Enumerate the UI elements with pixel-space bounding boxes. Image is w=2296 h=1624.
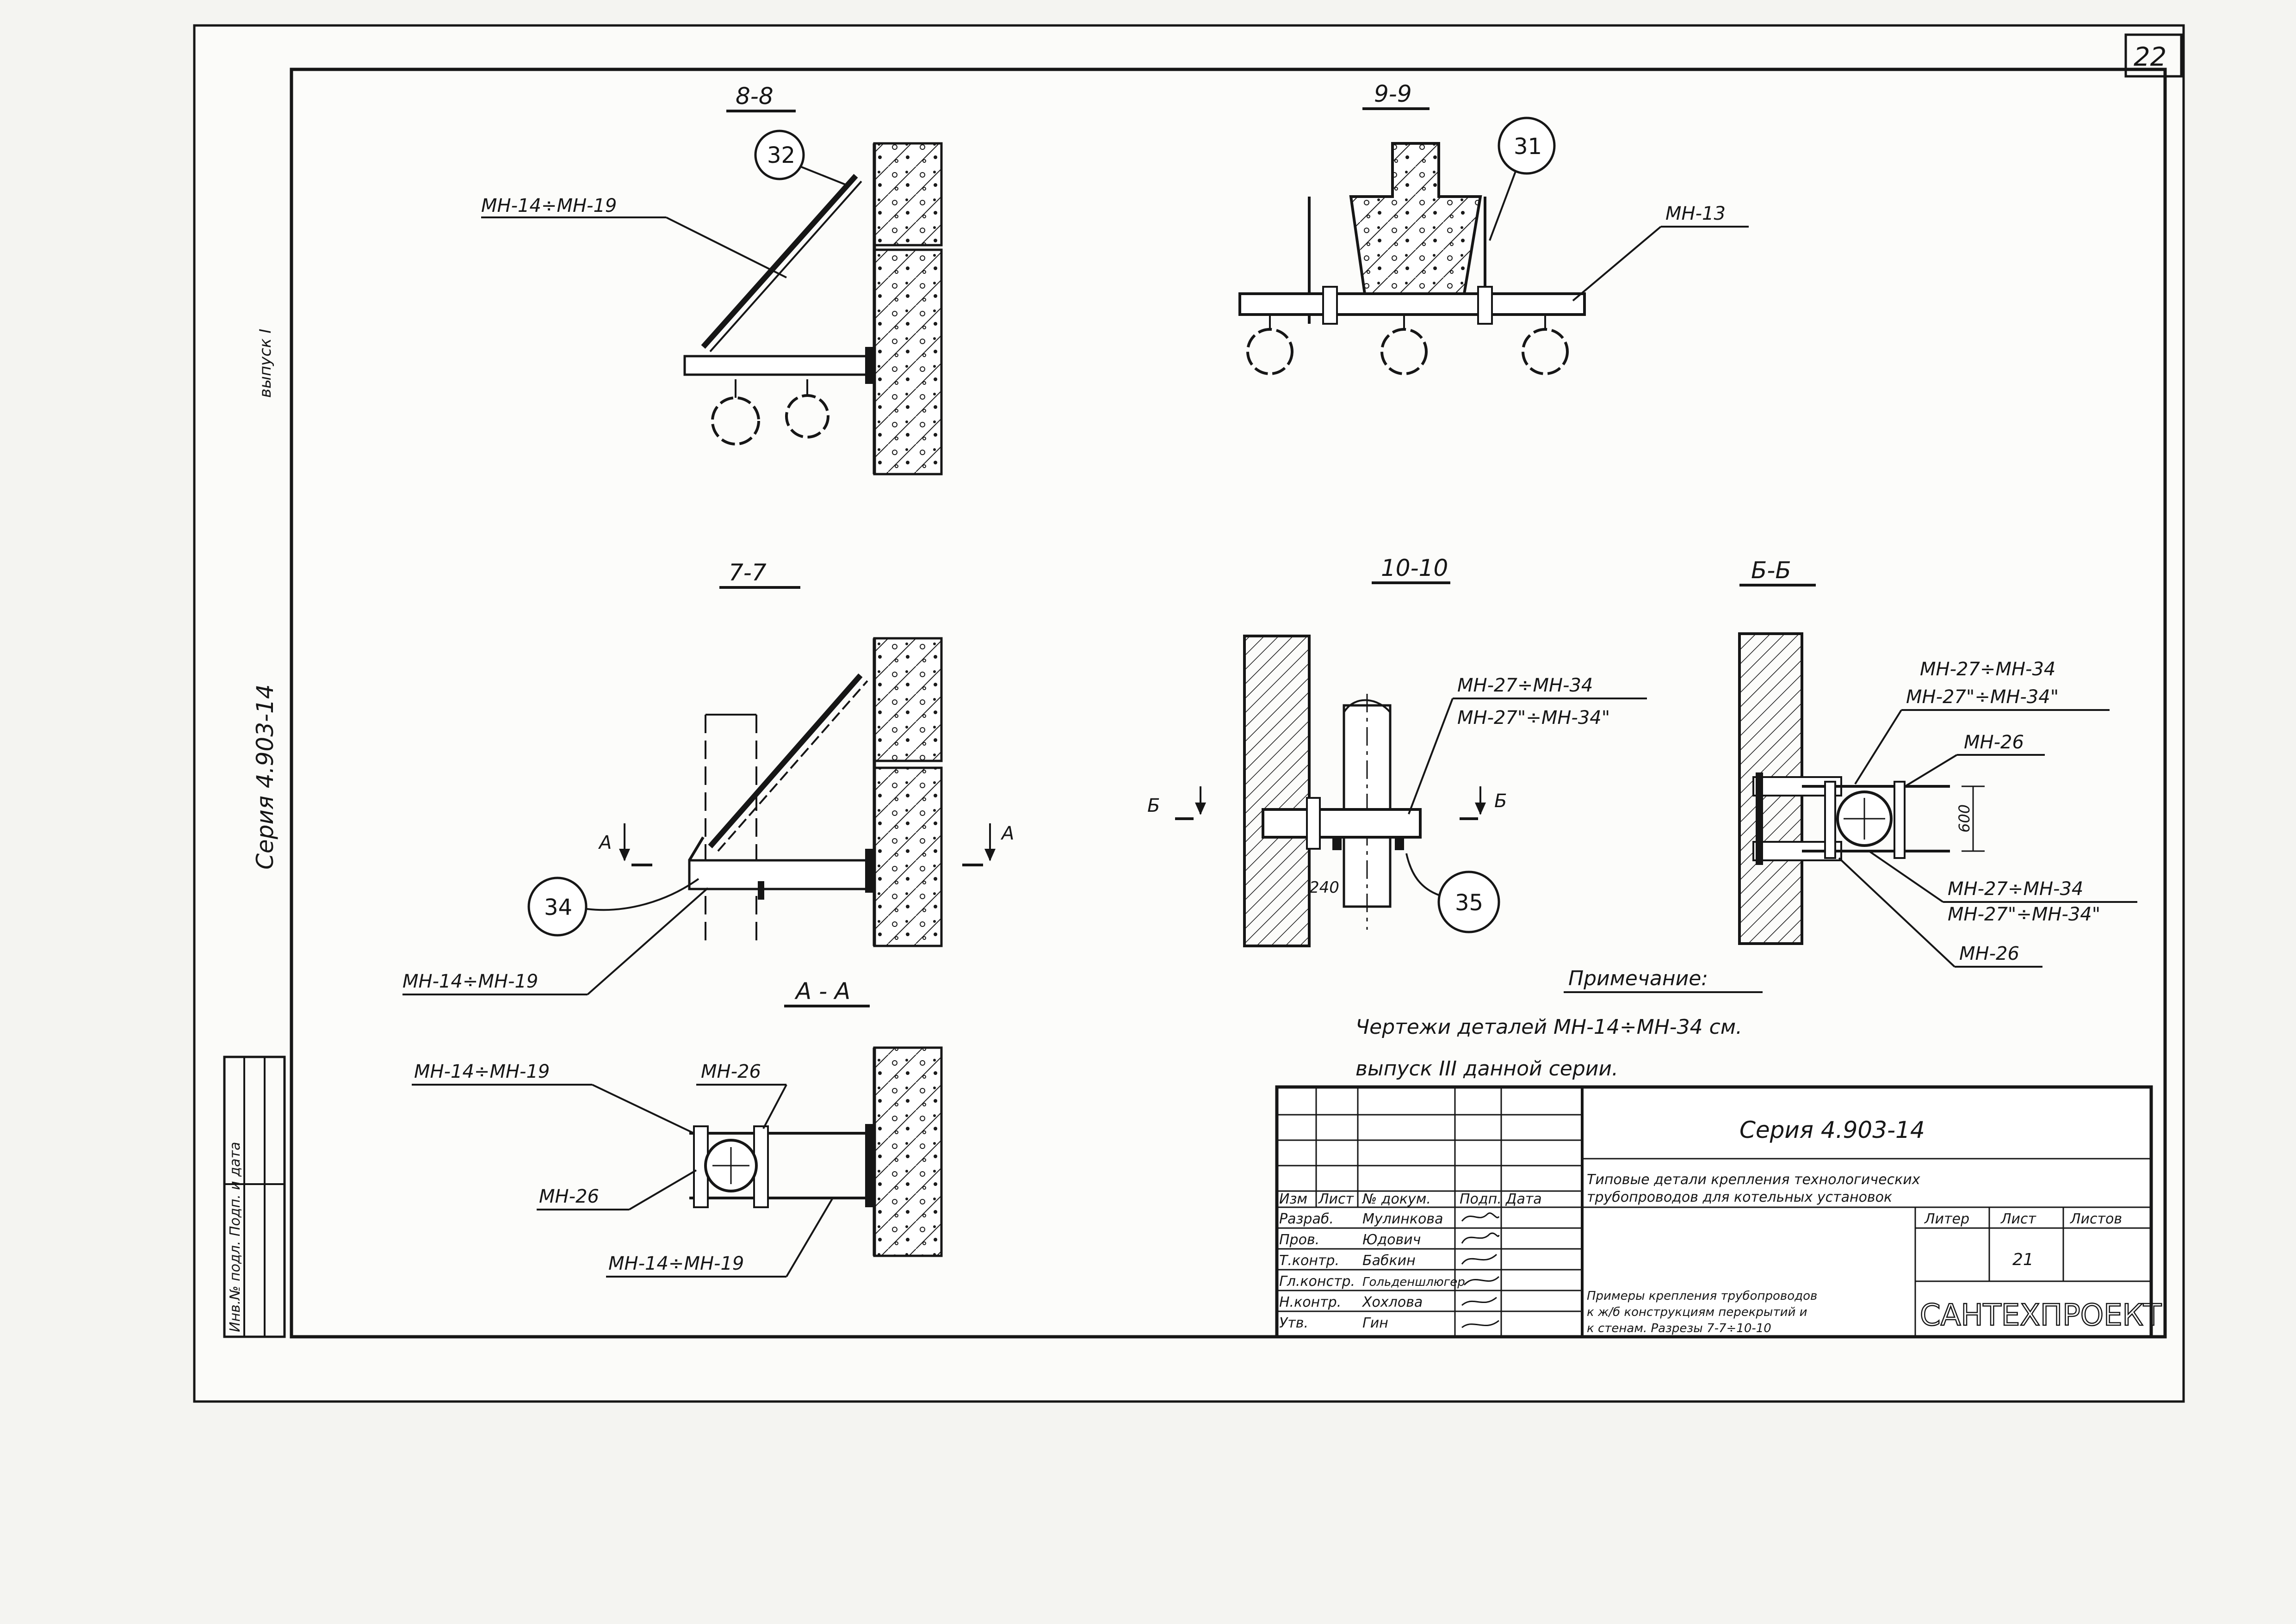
cut-mark-b-left: Б bbox=[1147, 795, 1160, 816]
note-block: Примечание: Чертежи деталей МН-14÷МН-34 … bbox=[1355, 967, 1763, 1081]
balloon-34: 34 bbox=[544, 895, 572, 920]
section-9-9-title: 9-9 bbox=[1374, 80, 1412, 107]
tb-title-2: трубопроводов для котельных установок bbox=[1587, 1189, 1892, 1205]
sheet-number-box bbox=[2124, 33, 2183, 78]
margin-vypusk: выпуск I bbox=[256, 329, 275, 398]
section-b-b-title: Б-Б bbox=[1751, 557, 1791, 584]
label-10-10-mn27: МН-27÷МН-34 bbox=[1457, 675, 1593, 696]
label-aa-mn26-left: МН-26 bbox=[539, 1186, 599, 1207]
title-block: Изм Лист № докум. Подп. Дата Разраб. Про… bbox=[1275, 1085, 2162, 1339]
tb-role-1: Разраб. bbox=[1279, 1211, 1334, 1227]
label-9-9-mn13: МН-13 bbox=[1665, 203, 1726, 224]
section-8-8: 8-8 МН-14÷МН-19 32 bbox=[481, 83, 943, 475]
section-7-7: 7-7 А А 34 МН-14÷МН-19 bbox=[402, 559, 1014, 995]
section-a-a: А - А МН-14÷МН-19 МН-26 МН-26 МН-14÷МН-1… bbox=[412, 978, 943, 1278]
tb-role-5: Н.контр. bbox=[1279, 1294, 1341, 1310]
tb-name-3: Бабкин bbox=[1362, 1253, 1416, 1269]
label-bb-mn26-bot: МН-26 bbox=[1959, 943, 2019, 964]
cut-mark-b-right: Б bbox=[1494, 790, 1507, 812]
section-7-7-title: 7-7 bbox=[729, 559, 767, 586]
tb-hdr-data: Дата bbox=[1505, 1191, 1542, 1207]
label-aa-mn14-bottom: МН-14÷МН-19 bbox=[608, 1253, 744, 1274]
dim-240: 240 bbox=[1309, 878, 1339, 897]
balloon-35: 35 bbox=[1455, 890, 1483, 916]
cut-mark-a-right: А bbox=[1000, 823, 1014, 844]
section-8-8-title: 8-8 bbox=[736, 83, 774, 110]
cut-mark-a-left: А bbox=[598, 832, 612, 853]
tb-hdr-izm: Изм bbox=[1279, 1191, 1307, 1207]
tb-company: САНТЕХПРОЕКТ bbox=[1920, 1298, 2162, 1333]
tb-listov: Листов bbox=[2070, 1211, 2122, 1227]
margin-series: Серия 4.903-14 bbox=[252, 684, 278, 870]
tb-desc-1: Примеры крепления трубопроводов bbox=[1587, 1289, 1817, 1303]
section-9-9: 9-9 31 МН-13 bbox=[1238, 80, 1749, 375]
tb-name-6: Гин bbox=[1362, 1315, 1388, 1331]
signatures bbox=[1461, 1212, 1500, 1328]
note-line-2: выпуск III данной серии. bbox=[1355, 1057, 1618, 1081]
dim-600: 600 bbox=[1956, 804, 1973, 833]
tb-desc-2: к ж/б конструкциям перекрытий и bbox=[1587, 1305, 1807, 1319]
label-bb-mn27s-bot: МН-27"÷МН-34" bbox=[1948, 904, 2100, 925]
section-10-10-title: 10-10 bbox=[1381, 555, 1448, 581]
tb-title-1: Типовые детали крепления технологических bbox=[1587, 1172, 1920, 1188]
note-line-1: Чертежи деталей МН-14÷МН-34 см. bbox=[1355, 1015, 1742, 1039]
label-bb-mn27-top: МН-27÷МН-34 bbox=[1920, 659, 2055, 680]
label-10-10-mn27s: МН-27"÷МН-34" bbox=[1457, 707, 1610, 729]
label-bb-mn27s-top: МН-27"÷МН-34" bbox=[1906, 686, 2059, 708]
tb-sheet-num: 21 bbox=[2012, 1250, 2034, 1269]
archive-text: Инв.№ подл. Подп. и дата bbox=[227, 1142, 243, 1332]
note-heading: Примечание: bbox=[1568, 967, 1708, 990]
tb-list: Лист bbox=[2000, 1211, 2037, 1227]
archive-stamp: Инв.№ подл. Подп. и дата bbox=[223, 1056, 286, 1338]
balloon-31: 31 bbox=[1514, 134, 1542, 160]
label-bb-mn27-bot: МН-27÷МН-34 bbox=[1948, 878, 2083, 900]
tb-role-3: Т.контр. bbox=[1279, 1253, 1339, 1269]
tb-name-2: Юдович bbox=[1362, 1232, 1421, 1248]
section-b-b: Б-Б 600 МН-27÷МН-34 МН-27"÷МН-34" МН-26 … bbox=[1738, 557, 2137, 968]
tb-name-5: Хохлова bbox=[1362, 1294, 1423, 1310]
tb-desc-3: к стенам. Разрезы 7-7÷10-10 bbox=[1587, 1321, 1771, 1335]
sheet-number: 22 bbox=[2134, 42, 2166, 72]
section-a-a-title: А - А bbox=[794, 978, 850, 1005]
tb-role-4: Гл.констр. bbox=[1279, 1273, 1355, 1290]
balloon-32: 32 bbox=[767, 142, 795, 168]
tb-name-4: Гольденшлюгер bbox=[1362, 1275, 1465, 1289]
tb-name-1: Мулинкова bbox=[1362, 1211, 1443, 1227]
tb-role-6: Утв. bbox=[1279, 1315, 1308, 1331]
label-bb-mn26-top: МН-26 bbox=[1964, 732, 2024, 753]
tb-role-2: Пров. bbox=[1279, 1232, 1319, 1248]
tb-hdr-podp: Подп. bbox=[1460, 1191, 1502, 1207]
label-aa-mn26-top: МН-26 bbox=[701, 1061, 761, 1082]
tb-series: Серия 4.903-14 bbox=[1739, 1117, 1925, 1143]
tb-hdr-list: Лист bbox=[1318, 1191, 1355, 1207]
tb-litera: Литер bbox=[1924, 1211, 1969, 1227]
label-7-7-mn14: МН-14÷МН-19 bbox=[402, 971, 538, 992]
section-10-10: 10-10 Б Б 240 МН-27÷МН-34 МН-27"÷МН-34" … bbox=[1147, 555, 1647, 947]
tb-hdr-doc: № докум. bbox=[1362, 1191, 1431, 1207]
label-aa-mn14-top: МН-14÷МН-19 bbox=[414, 1061, 550, 1082]
label-8-8-mn14: МН-14÷МН-19 bbox=[481, 195, 617, 216]
